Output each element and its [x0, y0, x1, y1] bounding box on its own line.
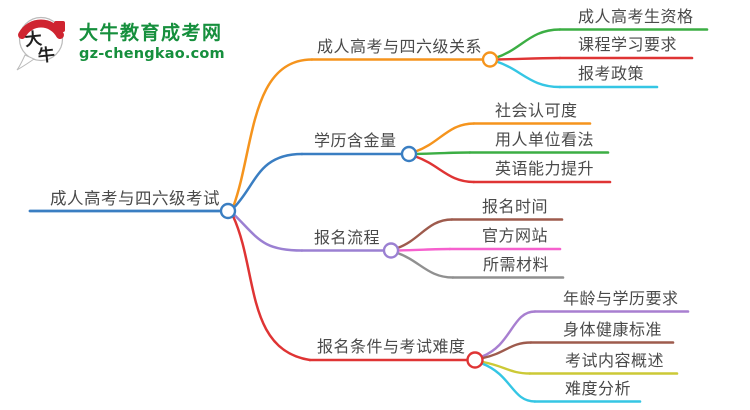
- branch-node-label[interactable]: 报名条件与考试难度: [317, 337, 466, 356]
- connector-branch-to-child: [481, 360, 532, 375]
- connector-root-to-branch: [231, 214, 312, 362]
- connector-branch-to-child: [495, 28, 562, 59]
- child-node-label[interactable]: 英语能力提升: [495, 159, 595, 178]
- child-node-label[interactable]: 用人单位看法: [495, 129, 595, 149]
- connector-branch-to-child: [414, 122, 476, 153]
- connector-branch-to-child: [495, 60, 562, 89]
- connector-root-to-branch: [232, 58, 314, 208]
- connector-root-to-branch: [232, 152, 304, 209]
- child-node-label[interactable]: 考试内容概述: [565, 350, 665, 370]
- branch-node-label[interactable]: 学历含金量: [314, 131, 397, 150]
- branch-node-circle[interactable]: [481, 51, 499, 68]
- child-node-label[interactable]: 年龄与学历要求: [563, 288, 679, 308]
- connector-branch-to-child: [396, 251, 455, 279]
- branch-node-circle[interactable]: [382, 242, 400, 259]
- connector-branch-to-child: [414, 155, 476, 184]
- child-node-label[interactable]: 难度分析: [565, 378, 632, 398]
- logo-text: 大牛教育成考网 gz-chengkao.com: [79, 18, 225, 62]
- logo-site-name: 大牛教育成考网: [79, 22, 223, 44]
- connector-branch-to-child: [480, 310, 537, 358]
- branch-node-label[interactable]: 报名流程: [314, 227, 381, 247]
- site-logo[interactable]: 大 牛 大牛教育成考网 gz-chengkao.com: [12, 8, 225, 72]
- connector-branch-to-child: [481, 341, 533, 360]
- logo-bubble-char2: 牛: [37, 44, 56, 67]
- logo-bubble-tail: [16, 54, 36, 71]
- connector-branch-to-child: [480, 362, 537, 403]
- child-node-label[interactable]: 成人高考生资格: [578, 6, 694, 26]
- logo-seal-icon: [54, 21, 65, 32]
- logo-bubble-icon: 大 牛: [16, 16, 65, 71]
- child-node-label[interactable]: 社会认可度: [495, 100, 578, 120]
- child-node-label[interactable]: 报考政策: [578, 64, 645, 83]
- connector-branch-to-child: [414, 151, 472, 156]
- root-node-label[interactable]: 成人高考与四六级考试: [50, 188, 220, 208]
- logo-bubble-char1: 大: [24, 28, 43, 51]
- child-node-label[interactable]: 身体健康标准: [563, 319, 663, 339]
- child-node-label[interactable]: 官方网站: [482, 226, 549, 245]
- connector-branch-to-child: [496, 56, 562, 61]
- branch-node-circle[interactable]: [400, 145, 418, 163]
- root-node-circle[interactable]: [219, 202, 237, 220]
- branch-node-circle[interactable]: [466, 351, 484, 369]
- connector-branch-to-child: [396, 218, 454, 250]
- child-node-label[interactable]: 报名时间: [482, 196, 549, 216]
- child-node-label[interactable]: 所需材料: [483, 254, 550, 274]
- connector-root-to-branch: [232, 213, 304, 252]
- logo-site-domain: gz-chengkao.com: [79, 46, 225, 62]
- child-node-label[interactable]: 课程学习要求: [578, 35, 678, 54]
- branch-node-label[interactable]: 成人高考与四六级关系: [317, 36, 483, 56]
- connector-branch-to-child: [396, 247, 452, 252]
